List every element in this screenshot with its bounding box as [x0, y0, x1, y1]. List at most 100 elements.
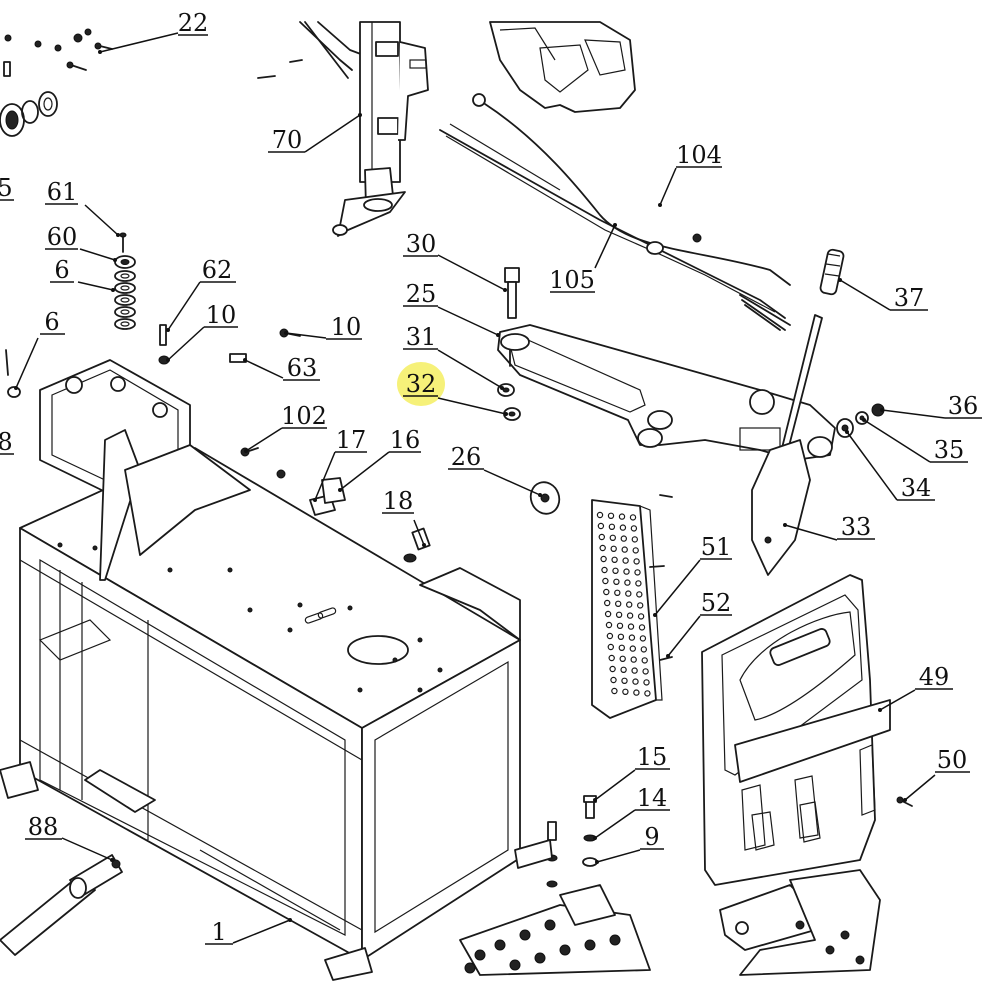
- callout-label: 70: [272, 126, 303, 154]
- plate-hole: [610, 545, 617, 553]
- leader-tip: [313, 498, 317, 502]
- callout-31: 31: [403, 323, 504, 390]
- leader-tip: [284, 331, 288, 335]
- plate-hole: [602, 577, 609, 585]
- leader-line: [784, 524, 838, 541]
- callout-9: 9: [595, 823, 664, 864]
- top-cover: [489, 21, 636, 113]
- callout-label: 17: [336, 426, 367, 454]
- leader-line: [594, 809, 636, 839]
- callout-15: 15: [593, 743, 670, 802]
- plate-hole: [608, 654, 615, 662]
- plate-hole: [631, 536, 639, 543]
- leader-tip: [14, 386, 18, 390]
- callout-label: 25: [406, 280, 437, 308]
- plate-hole: [620, 535, 628, 542]
- plate-hole: [629, 645, 637, 652]
- callout-30: 30: [403, 230, 507, 292]
- plate-hole: [607, 512, 615, 520]
- plate-hole: [618, 513, 626, 520]
- leader-line: [413, 519, 425, 546]
- plate-hole: [609, 665, 616, 673]
- leader-line: [881, 409, 946, 419]
- plate-hole: [638, 624, 646, 631]
- callout-label: 9: [644, 823, 659, 851]
- plate-51: [591, 499, 663, 719]
- plate-hole: [644, 690, 651, 697]
- leader-line: [15, 337, 39, 389]
- plate-hole: [607, 643, 615, 651]
- callout-25: 25: [403, 280, 500, 337]
- callout-label: 33: [841, 513, 872, 541]
- leader-line: [437, 397, 507, 415]
- callout-label: 16: [390, 426, 421, 454]
- plate-hole: [622, 557, 629, 564]
- callout-label: 10: [206, 301, 237, 329]
- callout-label: 5: [0, 174, 13, 202]
- callout-label: 26: [451, 443, 482, 471]
- callout-label: 31: [406, 323, 437, 351]
- leader-line: [659, 167, 677, 206]
- leader-tip: [878, 708, 882, 712]
- callout-61: 61: [45, 178, 120, 237]
- plate-hole: [613, 578, 620, 586]
- leader-line: [167, 281, 201, 331]
- plate-hole: [600, 555, 607, 563]
- leader-line: [667, 615, 701, 657]
- plate-hole: [616, 622, 624, 630]
- callout-6: 6: [50, 256, 115, 292]
- plate-hole: [640, 646, 648, 653]
- plate-hole: [610, 676, 617, 684]
- callout-label: 102: [281, 402, 327, 430]
- plate-hole: [614, 589, 621, 597]
- plate-hole: [641, 657, 648, 664]
- plate-hole: [643, 679, 650, 686]
- callout-label: 50: [937, 746, 968, 774]
- leader-tip: [504, 412, 508, 416]
- leader-line: [654, 559, 701, 616]
- callout-8: 8: [0, 428, 14, 456]
- callout-label: 15: [637, 743, 668, 771]
- plate-hole: [634, 569, 641, 576]
- plate-hole: [609, 534, 617, 542]
- leader-tip: [496, 333, 500, 337]
- plate-hole: [629, 514, 637, 521]
- leader-line: [594, 769, 636, 801]
- callout-label: 62: [202, 256, 233, 284]
- callout-6: 6: [14, 308, 65, 390]
- callout-label: 8: [0, 428, 13, 456]
- leader-tip: [110, 858, 114, 862]
- leader-line: [437, 306, 499, 336]
- plate-hole: [627, 623, 635, 630]
- callout-35: 35: [862, 418, 968, 464]
- callout-63: 63: [243, 354, 320, 382]
- callout-14: 14: [593, 784, 670, 840]
- callout-16: 16: [338, 426, 421, 492]
- washers-34-36: [836, 403, 885, 438]
- callout-18: 18: [382, 487, 426, 547]
- plate-hole: [633, 689, 640, 696]
- leader-line: [77, 281, 114, 291]
- callout-label: 51: [701, 533, 732, 561]
- plate-hole: [633, 558, 640, 565]
- plate-hole: [632, 678, 639, 685]
- leader-tip: [111, 288, 115, 292]
- leader-tip: [166, 358, 170, 362]
- top-left-hardware: [0, 28, 113, 137]
- plate-hole: [619, 655, 626, 663]
- plate-hole: [619, 524, 627, 531]
- plate-hole: [624, 579, 631, 586]
- leader-line: [167, 326, 205, 361]
- leader-line: [232, 919, 291, 944]
- nuts-31-32: [497, 383, 521, 421]
- leader-tip: [500, 386, 504, 390]
- leader-line: [245, 427, 283, 452]
- bolts-15-9: [546, 795, 598, 888]
- leader-tip: [845, 430, 849, 434]
- leader-tip: [243, 358, 247, 362]
- leader-line: [879, 689, 916, 711]
- leader-line: [437, 254, 506, 291]
- leader-tip: [244, 449, 248, 453]
